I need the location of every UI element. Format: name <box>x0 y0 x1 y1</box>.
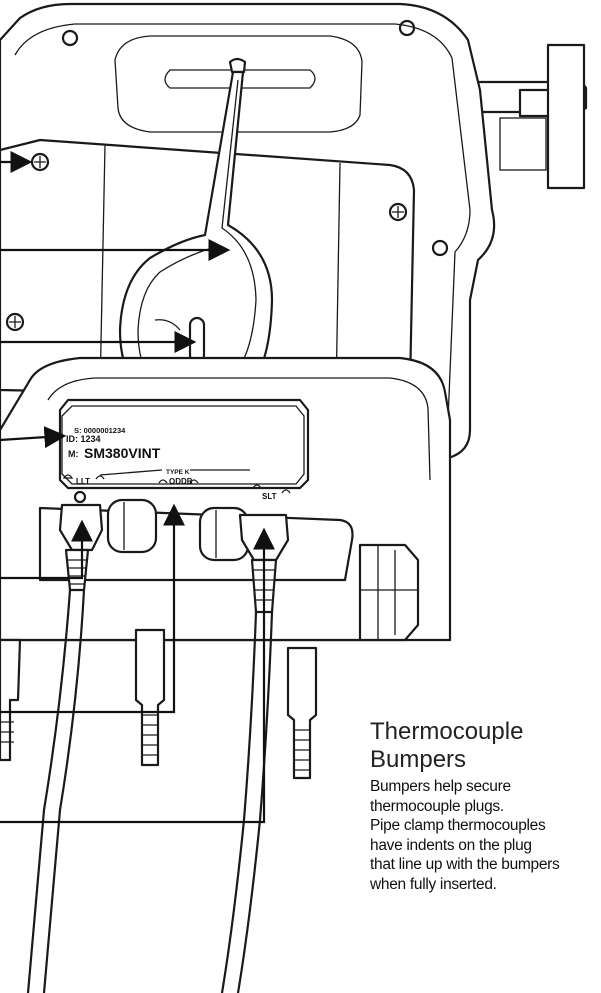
caption-line: when fully inserted. <box>370 875 497 893</box>
caption-line: have indents on the plug <box>370 836 532 854</box>
left-port-label: LLT <box>76 477 90 486</box>
model-prefix-text: M: <box>68 449 79 459</box>
side-bracket <box>468 43 588 190</box>
callout-arrows <box>0 151 275 824</box>
model-text: SM380VINT <box>84 445 161 461</box>
right-port-label: SLT <box>262 492 277 501</box>
caption-title: Thermocouple Bumpers <box>370 718 524 773</box>
id-text: ID: 1234 <box>66 434 101 444</box>
bumpers-caption: Thermocouple Bumpers Bumpers help secure… <box>370 718 601 894</box>
caption-body: Bumpers help secure thermocouple plugs. … <box>370 777 601 894</box>
caption-line: thermocouple plugs. <box>370 797 504 815</box>
caption-line: Pipe clamp thermocouples <box>370 817 546 834</box>
caption-line: Bumpers help secure <box>370 778 511 795</box>
center-code-label: ODDB <box>169 477 193 486</box>
right-knob <box>358 543 420 642</box>
bottom-fittings <box>0 628 318 780</box>
caption-line: that line up with the bumpers <box>370 856 560 873</box>
type-text: TYPE K <box>166 469 190 476</box>
label-plate: S: 0000001234 ID: 1234 M: SM380VINT TYPE… <box>58 398 310 501</box>
serial-text: S: 0000001234 <box>74 426 126 435</box>
